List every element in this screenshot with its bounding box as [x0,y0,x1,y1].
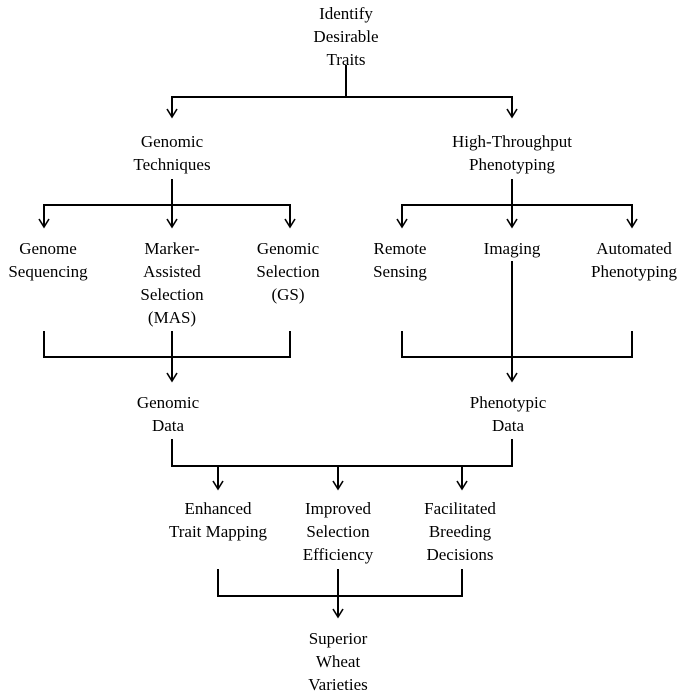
node-text: Breeding [428,522,492,541]
node-text: Genomic [256,239,320,258]
node-text: Superior [308,629,368,648]
node-text: Assisted [143,262,201,281]
node-genomic-techniques: Genomic Techniques [133,130,210,176]
node-text: Genome [19,239,77,258]
node-text: Improved [304,499,372,518]
node-text: Data [491,416,525,435]
node-imaging: Imaging [480,237,544,260]
arrowhead [166,372,178,383]
node-marker-assisted-selection: Marker- Assisted Selection (MAS) [140,237,203,329]
node-text: Data [151,416,185,435]
node-text: Techniques [133,155,211,174]
node-text: Genomic [140,132,204,151]
arrowhead [456,480,468,491]
node-identify-desirable-traits: Identify Desirable Traits [313,2,378,71]
arrowhead [506,372,518,383]
node-text: Desirable [313,27,379,46]
node-genomic-selection: Genomic Selection (GS) [256,237,319,306]
node-text: Enhanced [184,499,252,518]
node-genome-sequencing: Genome Sequencing [8,237,87,283]
node-improved-selection-efficiency: Improved Selection Efficiency [303,497,373,566]
node-text: Phenotyping [591,262,677,281]
arrowhead [212,480,224,491]
node-text: Remote [373,239,427,258]
node-text: Trait Mapping [168,522,268,541]
node-phenotypic-data: Phenotypic Data [470,391,547,437]
arrowhead [38,218,50,229]
node-text: High-Throughput [452,132,572,151]
node-text: Selection [306,522,370,541]
node-text: Facilitated [424,499,496,518]
node-text: Decisions [426,545,494,564]
node-enhanced-trait-mapping: Enhanced Trait Mapping [169,497,267,543]
node-text: Traits [326,50,366,69]
node-high-throughput-phenotyping: High-Throughput Phenotyping [452,130,572,176]
node-text: Automated [596,239,672,258]
node-automated-phenotyping: Automated Phenotyping [591,237,677,283]
arrowhead [166,108,178,119]
node-facilitated-breeding-decisions: Facilitated Breeding Decisions [424,497,496,566]
arrowhead [166,218,178,229]
node-genomic-data: Genomic Data [137,391,199,437]
node-remote-sensing: Remote Sensing [373,237,427,283]
node-text: Sensing [373,262,427,281]
node-text: Selection [256,262,320,281]
arrowhead [332,608,344,619]
arrowhead [506,218,518,229]
node-text: Wheat [315,652,361,671]
arrowhead [284,218,296,229]
node-text: (MAS) [147,308,197,327]
node-text: Varieties [308,675,368,694]
node-text: Phenotyping [469,155,555,174]
node-text: Selection [140,285,204,304]
arrowhead [506,108,518,119]
node-superior-wheat-varieties: Superior Wheat Varieties [308,627,367,696]
arrowhead [626,218,638,229]
node-text: Imaging [483,239,541,258]
node-text: Identify [319,4,373,23]
arrowhead [396,218,408,229]
node-text: Marker- [144,239,200,258]
node-text: Phenotypic [469,393,547,412]
node-text: Sequencing [8,262,88,281]
arrowhead [332,480,344,491]
node-text: (GS) [271,285,305,304]
node-text: Efficiency [302,545,374,564]
node-text: Genomic [136,393,200,412]
